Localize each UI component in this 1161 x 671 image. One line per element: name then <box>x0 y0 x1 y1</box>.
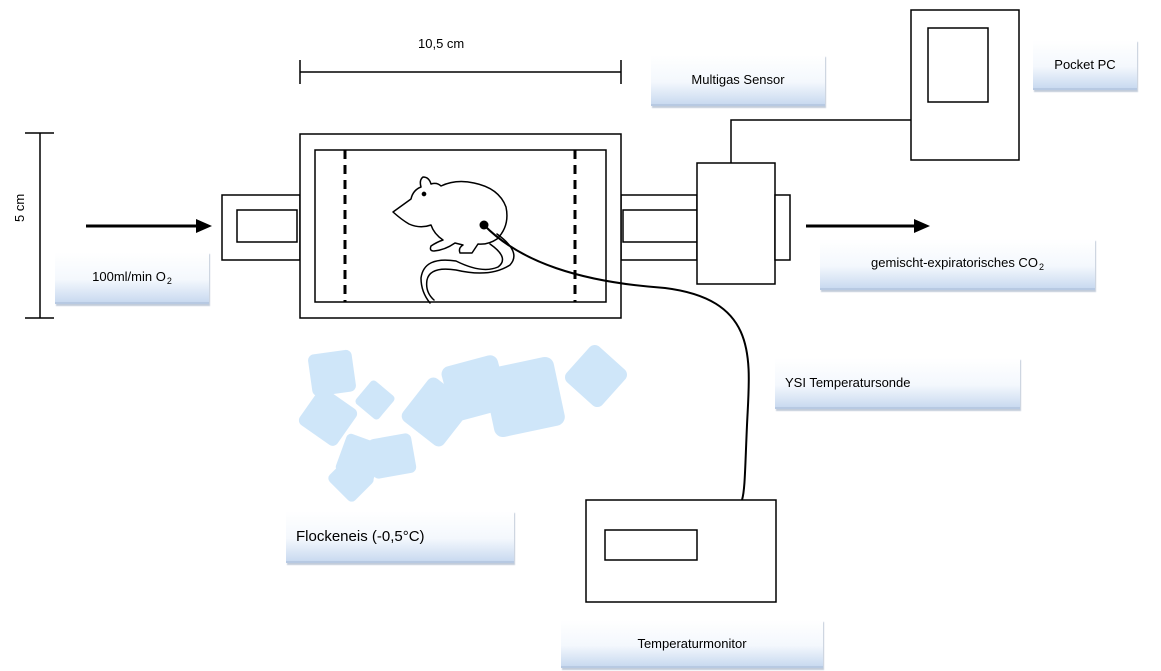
outflow-arrow <box>806 219 930 233</box>
oxygen-flow-text: 100ml/min O2 <box>92 269 172 286</box>
chamber-inner <box>314 149 607 303</box>
width-dimension-label: 10,5 cm <box>418 36 465 51</box>
co2-outflow-main: gemischt-expiratorisches CO <box>871 255 1038 270</box>
oxygen-flow-subscript: 2 <box>166 275 172 286</box>
co2-outflow-subscript: 2 <box>1038 262 1044 272</box>
co2-outflow-text: gemischt-expiratorisches CO2 <box>871 255 1044 272</box>
oxygen-flow-main: 100ml/min O <box>92 268 166 284</box>
oxygen-flow-label: 100ml/min O2 <box>55 252 209 304</box>
ice-flakes <box>298 344 628 502</box>
pocket-pc-cable <box>730 119 911 163</box>
inflow-arrow <box>86 219 212 233</box>
temperature-probe-label: YSI Temperatursonde <box>775 358 1020 409</box>
height-dimension-label: 5 cm <box>12 193 27 222</box>
temperature-monitor-display <box>604 529 698 561</box>
temperature-monitor-text: Temperaturmonitor <box>637 635 747 651</box>
height-dimension-line <box>25 132 54 319</box>
sensor-outlet <box>774 194 791 261</box>
multigas-sensor-text: Multigas Sensor <box>691 72 785 87</box>
pocket-pc-text: Pocket PC <box>1054 56 1116 72</box>
multigas-sensor-label: Multigas Sensor <box>651 55 825 106</box>
ice-text: Flockeneis (-0,5°C) <box>296 527 425 545</box>
pocket-pc-screen <box>927 27 989 103</box>
pocket-pc-label: Pocket PC <box>1033 40 1137 90</box>
temperature-probe-cable <box>483 224 750 501</box>
animal-icon <box>392 176 515 304</box>
outlet-connector-inner <box>622 209 698 243</box>
sensor-box <box>696 162 776 285</box>
inlet-connector-inner <box>236 209 298 243</box>
width-dimension-line <box>299 60 622 84</box>
co2-outflow-label: gemischt-expiratorisches CO2 <box>820 239 1095 290</box>
ice-label: Flockeneis (-0,5°C) <box>286 511 514 563</box>
temperature-probe-text: YSI Temperatursonde <box>785 375 911 390</box>
temperature-monitor-label: Temperaturmonitor <box>561 620 823 668</box>
